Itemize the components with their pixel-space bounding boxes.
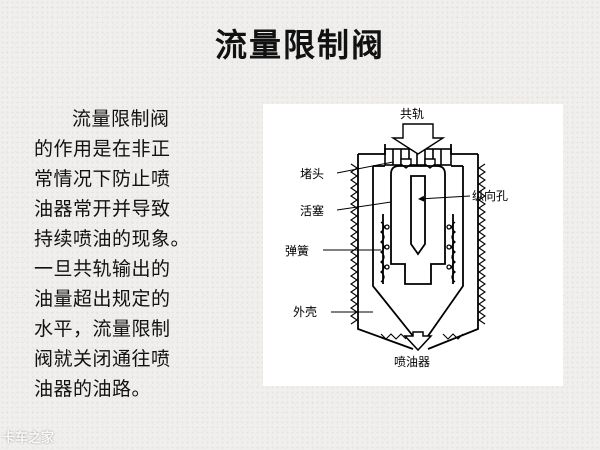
- paragraph-line: 持续喷油的现象。: [34, 228, 191, 250]
- label-housing: 外壳: [293, 305, 317, 319]
- description-paragraph: 流量限制阀 的作用是在非正 常情况下防止喷 油器常开并导致 持续喷油的现象。 一…: [34, 104, 258, 404]
- flow-limiter-diagram: 共轨 堵头 纵向孔 活塞 弹簧 外壳 喷油器: [285, 107, 508, 369]
- paragraph-line: 阀就关闭通往喷: [34, 348, 171, 370]
- housing-hatching: [350, 163, 486, 340]
- label-injector: 喷油器: [394, 355, 430, 369]
- piston: [382, 165, 454, 285]
- paragraph-line: 油器的油路。: [34, 378, 152, 400]
- housing-outline: [357, 144, 479, 350]
- outlet-arrow: [403, 331, 433, 352]
- paragraph-line: 的作用是在非正: [34, 138, 171, 160]
- flow-arrows: [390, 123, 446, 169]
- label-common-rail: 共轨: [400, 107, 424, 121]
- spring: [379, 221, 457, 283]
- paragraph-line: 常情况下防止喷: [34, 168, 171, 190]
- diagram-panel: 共轨 堵头 纵向孔 活塞 弹簧 外壳 喷油器: [263, 104, 563, 386]
- paragraph-line: 一旦共轨输出的: [34, 258, 171, 280]
- label-piston: 活塞: [300, 203, 324, 218]
- watermark-logo: 卡车之家: [2, 431, 55, 446]
- slide-title: 流量限制阀: [214, 26, 385, 64]
- label-axial-hole: 纵向孔: [472, 188, 508, 203]
- leader-lines: [323, 161, 471, 313]
- paragraph-line: 流量限制阀: [72, 108, 170, 130]
- paragraph-line: 油器常开并导致: [34, 198, 171, 220]
- paragraph-line: 水平，流量限制: [34, 318, 171, 340]
- label-plug: 堵头: [300, 167, 324, 181]
- paragraph-line: 油量超出规定的: [34, 288, 171, 310]
- label-spring: 弹簧: [285, 243, 309, 258]
